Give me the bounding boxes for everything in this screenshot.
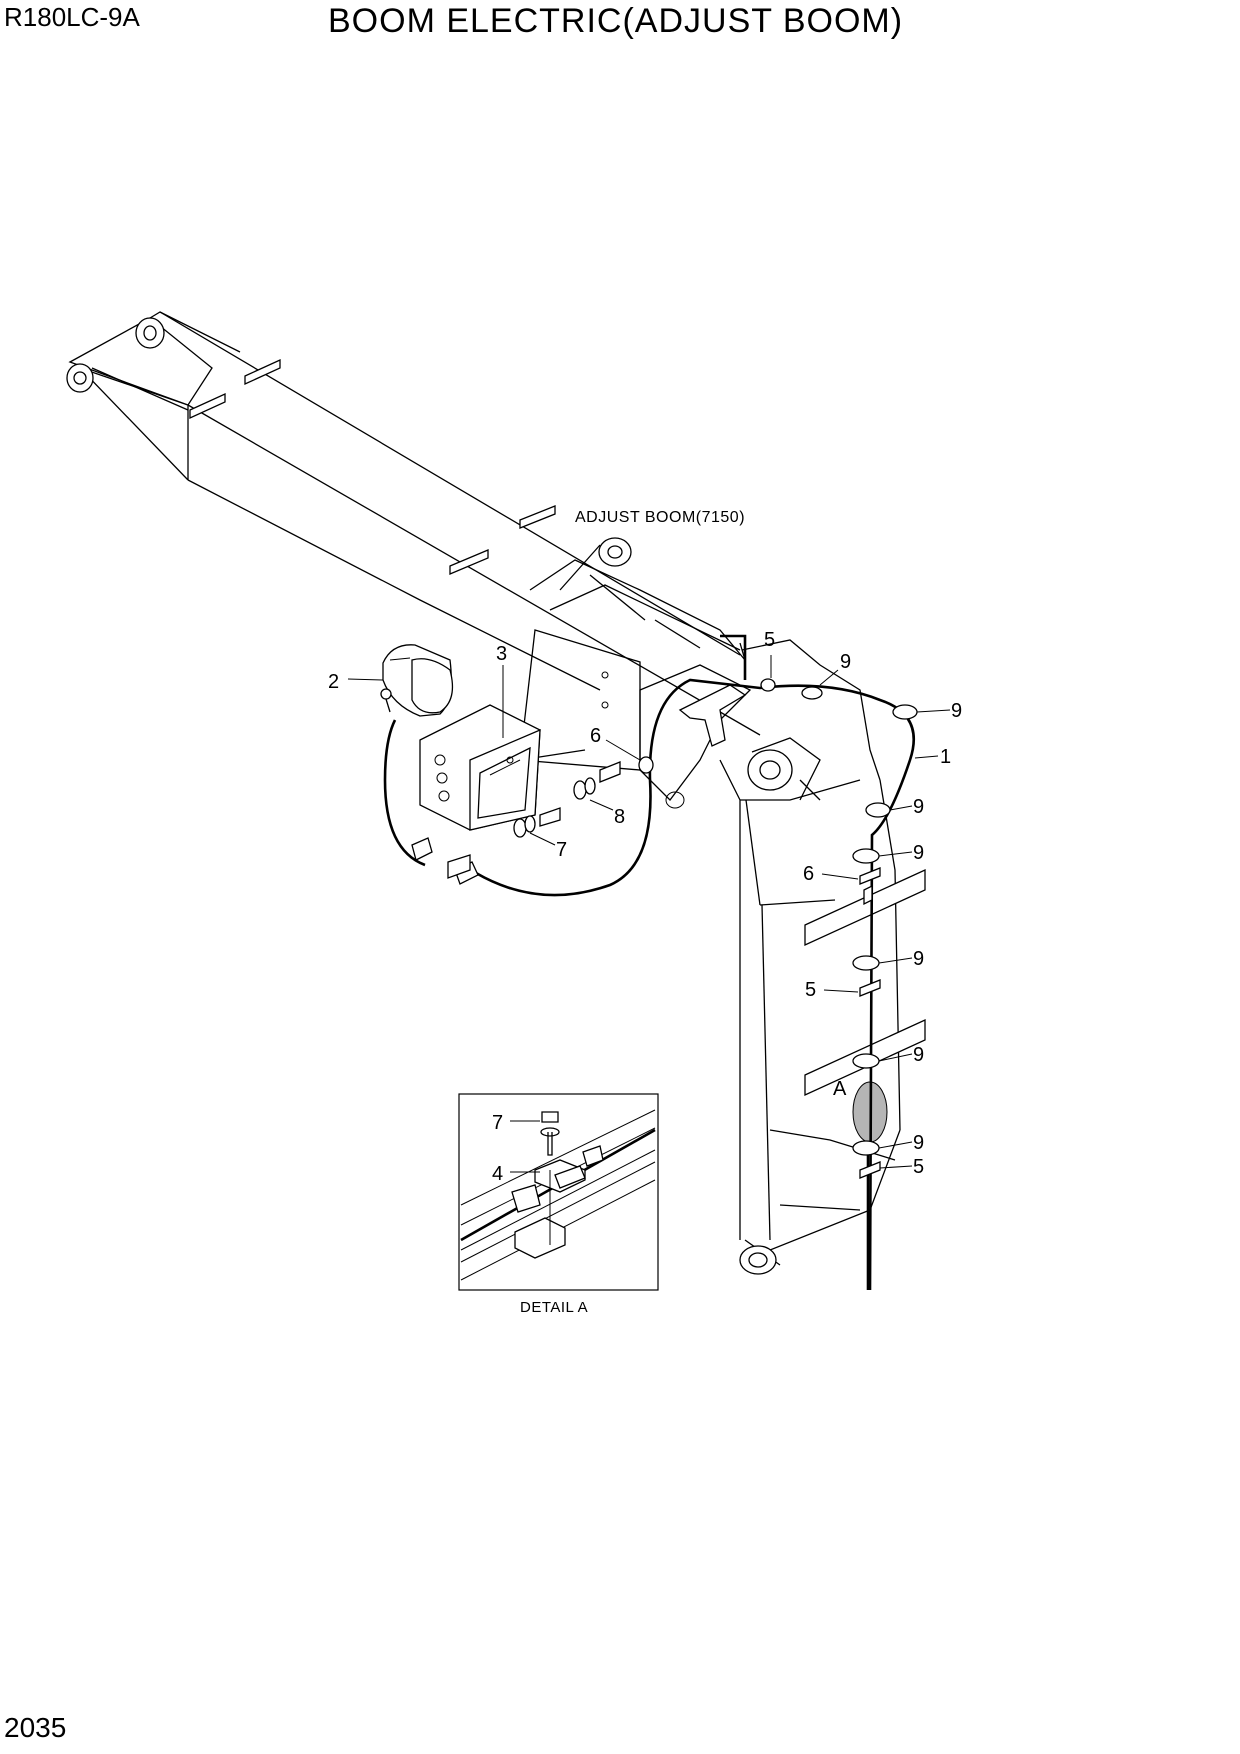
work-lamp bbox=[380, 644, 454, 717]
callout-9-g: 9 bbox=[913, 1132, 924, 1154]
clamps bbox=[801, 686, 918, 1179]
lower-boom: A bbox=[719, 639, 926, 1275]
callout-9-a: 9 bbox=[840, 651, 851, 673]
callout-6-upper: 6 bbox=[590, 725, 601, 747]
callout-8: 8 bbox=[614, 806, 625, 828]
callouts: 2 3 6 8 7 5 9 9 1 9 9 6 9 bbox=[328, 629, 962, 1178]
callout-5-top: 5 bbox=[764, 629, 775, 651]
model-number: R180LC-9A bbox=[4, 2, 140, 32]
callout-9-d: 9 bbox=[913, 842, 924, 864]
callout-9-e: 9 bbox=[913, 948, 924, 970]
connector-plugs bbox=[411, 837, 479, 885]
detail-a-inset: 7 4 DETAIL A bbox=[458, 1093, 659, 1316]
callout-3: 3 bbox=[496, 643, 507, 665]
callout-9-c: 9 bbox=[913, 796, 924, 818]
callout-5-mid: 5 bbox=[805, 979, 816, 1001]
lamp-bracket bbox=[419, 704, 541, 831]
callout-5-low: 5 bbox=[913, 1156, 924, 1178]
callout-9-b: 9 bbox=[951, 700, 962, 722]
detail-a-caption: DETAIL A bbox=[520, 1299, 588, 1316]
upper-boom bbox=[66, 311, 761, 809]
callout-9-f: 9 bbox=[913, 1044, 924, 1066]
callout-4-detail: 4 bbox=[492, 1163, 503, 1185]
callout-2: 2 bbox=[328, 671, 339, 693]
page-title: BOOM ELECTRIC(ADJUST BOOM) bbox=[328, 2, 904, 40]
detail-a-marker: A bbox=[833, 1078, 847, 1100]
callout-7-upper: 7 bbox=[556, 839, 567, 861]
callout-1: 1 bbox=[940, 746, 951, 768]
callout-7-detail: 7 bbox=[492, 1112, 503, 1134]
adjust-boom-label: ADJUST BOOM(7150) bbox=[575, 509, 745, 526]
fasteners bbox=[513, 678, 776, 838]
page-number: 2035 bbox=[4, 1712, 67, 1743]
callout-6-lower: 6 bbox=[803, 863, 814, 885]
